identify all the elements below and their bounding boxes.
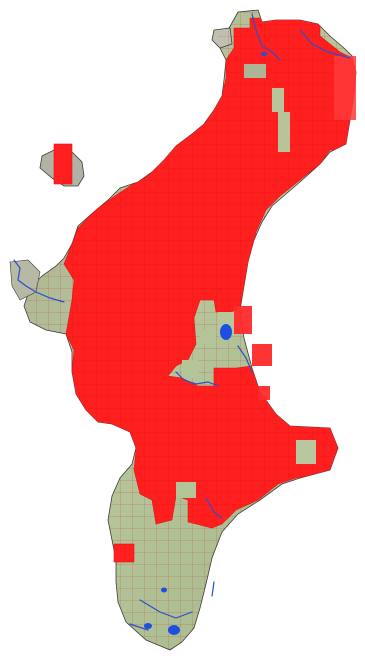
albufera-lake [220,324,232,340]
reservoir-south-2 [168,625,180,635]
lake-icon [144,52,267,635]
reservoir-south-1 [144,623,152,629]
north-coast-fill [334,56,356,120]
east-coast-patch-1 [234,306,252,334]
east-coast-patch-3 [258,386,270,400]
river-icon [13,13,351,631]
unoccupied-cells [176,64,316,498]
reservoir-north [261,52,267,56]
east-coast-patch-2 [252,344,272,366]
reservoir-south-3 [161,587,167,593]
south-west-patch [113,543,135,563]
islet-occupied [53,143,73,185]
